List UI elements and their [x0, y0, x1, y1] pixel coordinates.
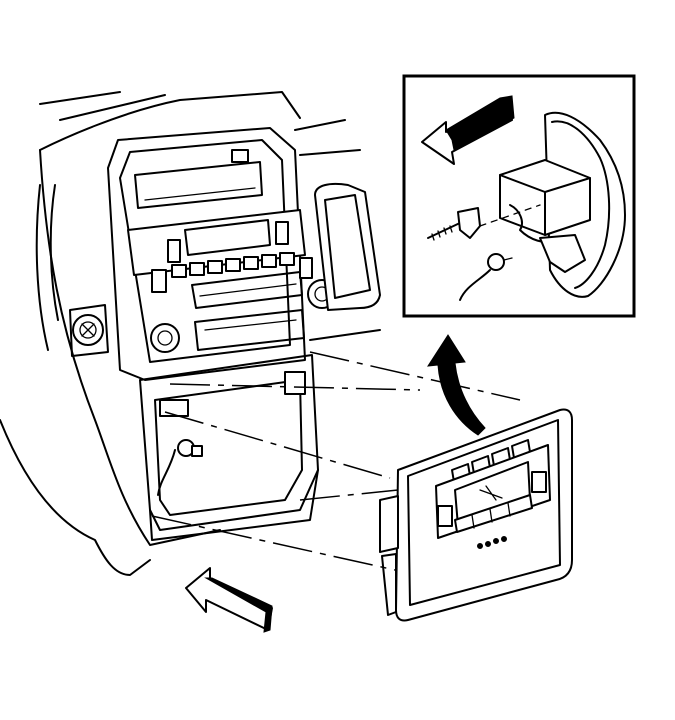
curved-arrow-icon [427, 334, 486, 436]
pointer-arrow-icon [421, 95, 515, 165]
dashboard [0, 91, 381, 576]
climate-control-module [379, 408, 573, 622]
alignment-lines [151, 351, 521, 571]
pointer-arrow-icon [185, 567, 273, 633]
connector-icon [459, 253, 513, 301]
center-bezel [107, 127, 337, 381]
console-cavity [139, 354, 319, 541]
vent-knob-icon [69, 304, 109, 357]
knob-icon [150, 323, 180, 353]
screw-icon [427, 207, 481, 241]
detail-inset [402, 74, 636, 318]
side-pocket [314, 182, 381, 311]
preset-buttons [171, 252, 295, 278]
